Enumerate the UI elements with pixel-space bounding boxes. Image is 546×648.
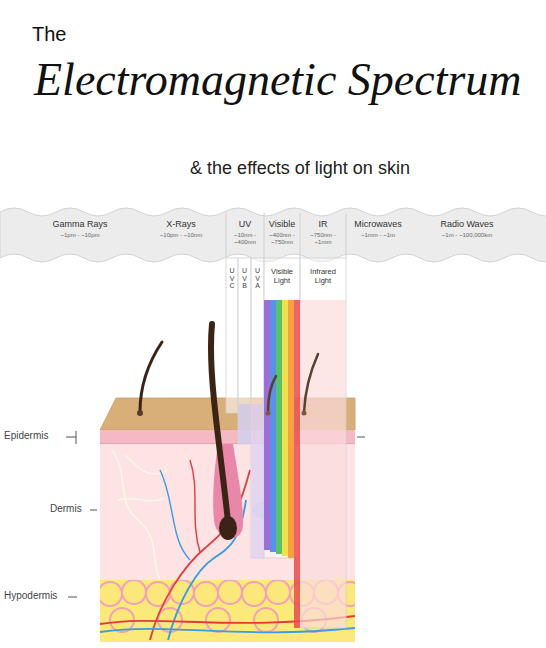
band-name: Visible Light bbox=[265, 267, 299, 285]
spectrum-band: IR ~750nm - ~1mm bbox=[301, 219, 345, 246]
spectrum-strip bbox=[0, 208, 546, 262]
band-name: Microwaves bbox=[348, 219, 408, 230]
nerve-fiber bbox=[125, 455, 168, 474]
hair-shaft bbox=[304, 354, 318, 412]
blood-vessel bbox=[160, 470, 190, 560]
wavelength-range: ~750nm - ~1mm bbox=[301, 232, 345, 246]
fat-cell bbox=[122, 580, 146, 604]
hair-pore bbox=[302, 411, 307, 416]
hair-shaft bbox=[211, 324, 228, 522]
blood-vessel bbox=[168, 500, 246, 640]
spectrum-band: X-Rays ~10pm - ~10nm bbox=[136, 219, 226, 239]
spectrum-band: Visible ~400nm - ~750nm bbox=[264, 219, 300, 246]
band-name: X-Rays bbox=[136, 219, 226, 230]
subtitle: & the effects of light on skin bbox=[55, 158, 545, 180]
uvc-column bbox=[226, 258, 238, 413]
fat-cell bbox=[242, 582, 266, 606]
hair-bulb bbox=[219, 516, 237, 540]
fat-cell bbox=[254, 608, 278, 632]
hair-pore bbox=[137, 410, 143, 416]
light-column-label: Visible Light bbox=[265, 267, 299, 285]
rainbow-orange bbox=[288, 300, 294, 558]
spectrum-band: Gamma Rays ~1pm - ~10pm bbox=[35, 219, 125, 239]
band-name: U V C bbox=[229, 267, 236, 290]
wavelength-range: ~1m - ~100,000km bbox=[412, 232, 522, 239]
ir-column bbox=[300, 258, 346, 628]
rainbow-green bbox=[276, 300, 282, 554]
layer-tick bbox=[66, 431, 76, 444]
spectrum-band: Microwaves ~1mm - ~1m bbox=[348, 219, 408, 239]
nerve-fiber bbox=[118, 498, 165, 501]
blood-vessel bbox=[100, 628, 355, 632]
fat-cell bbox=[100, 582, 122, 606]
wavelength-range: ~400nm - ~750nm bbox=[264, 232, 300, 246]
band-name: Gamma Rays bbox=[35, 219, 125, 230]
nerve-fiber bbox=[112, 450, 160, 580]
rainbow-red bbox=[294, 300, 300, 628]
strip-divider bbox=[226, 213, 227, 258]
fat-cell bbox=[206, 608, 230, 632]
uva-column bbox=[251, 258, 264, 558]
band-name: U V A bbox=[254, 267, 261, 290]
strip-divider bbox=[346, 213, 347, 258]
band-name: U V B bbox=[241, 267, 248, 290]
rainbow-violet bbox=[264, 300, 270, 550]
uv-subband: U V C bbox=[229, 267, 236, 290]
wavelength-range: ~10pm - ~10nm bbox=[136, 232, 226, 239]
layer-label: Dermis bbox=[50, 503, 82, 515]
layer-label: Epidermis bbox=[4, 430, 48, 442]
uvb-column bbox=[238, 258, 251, 444]
layer-tick bbox=[357, 437, 365, 438]
layer-tick bbox=[90, 510, 97, 511]
hair-shaft bbox=[140, 342, 162, 412]
band-name: IR bbox=[301, 219, 345, 230]
title-prefix: The bbox=[32, 22, 66, 46]
strip-divider bbox=[300, 213, 301, 258]
rainbow-blue bbox=[270, 300, 276, 552]
blood-vessel bbox=[190, 460, 200, 552]
band-name: UV bbox=[227, 219, 263, 230]
fat-cell bbox=[218, 580, 242, 604]
uvb-penetration bbox=[239, 404, 251, 444]
band-name: Visible bbox=[264, 219, 300, 230]
hair-shaft bbox=[268, 376, 276, 412]
spectrum-band: UV ~10nm - ~400nm bbox=[227, 219, 263, 246]
layer-tick bbox=[68, 597, 77, 598]
strip-divider bbox=[264, 213, 265, 258]
fat-cell bbox=[146, 582, 170, 606]
wavelength-range: ~1pm - ~10pm bbox=[35, 232, 125, 239]
band-name: Infrared Light bbox=[302, 267, 344, 285]
uv-subband: U V A bbox=[254, 267, 261, 290]
hair-pore bbox=[266, 411, 271, 416]
uv-subband: U V B bbox=[241, 267, 248, 290]
fat-cell bbox=[266, 580, 290, 604]
band-name: Radio Waves bbox=[412, 219, 522, 230]
rainbow-yellow bbox=[282, 300, 288, 556]
layer-label: Hypodermis bbox=[4, 590, 57, 602]
wavelength-range: ~1mm - ~1m bbox=[348, 232, 408, 239]
ir-glow bbox=[301, 300, 346, 628]
wavelength-range: ~10nm - ~400nm bbox=[227, 232, 263, 246]
spectrum-band: Radio Waves ~1m - ~100,000km bbox=[412, 219, 522, 239]
title-text: Electromagnetic Spectrum bbox=[34, 52, 522, 107]
uva-penetration bbox=[252, 404, 264, 558]
light-column-label: Infrared Light bbox=[302, 267, 344, 285]
fat-cell bbox=[194, 582, 218, 606]
